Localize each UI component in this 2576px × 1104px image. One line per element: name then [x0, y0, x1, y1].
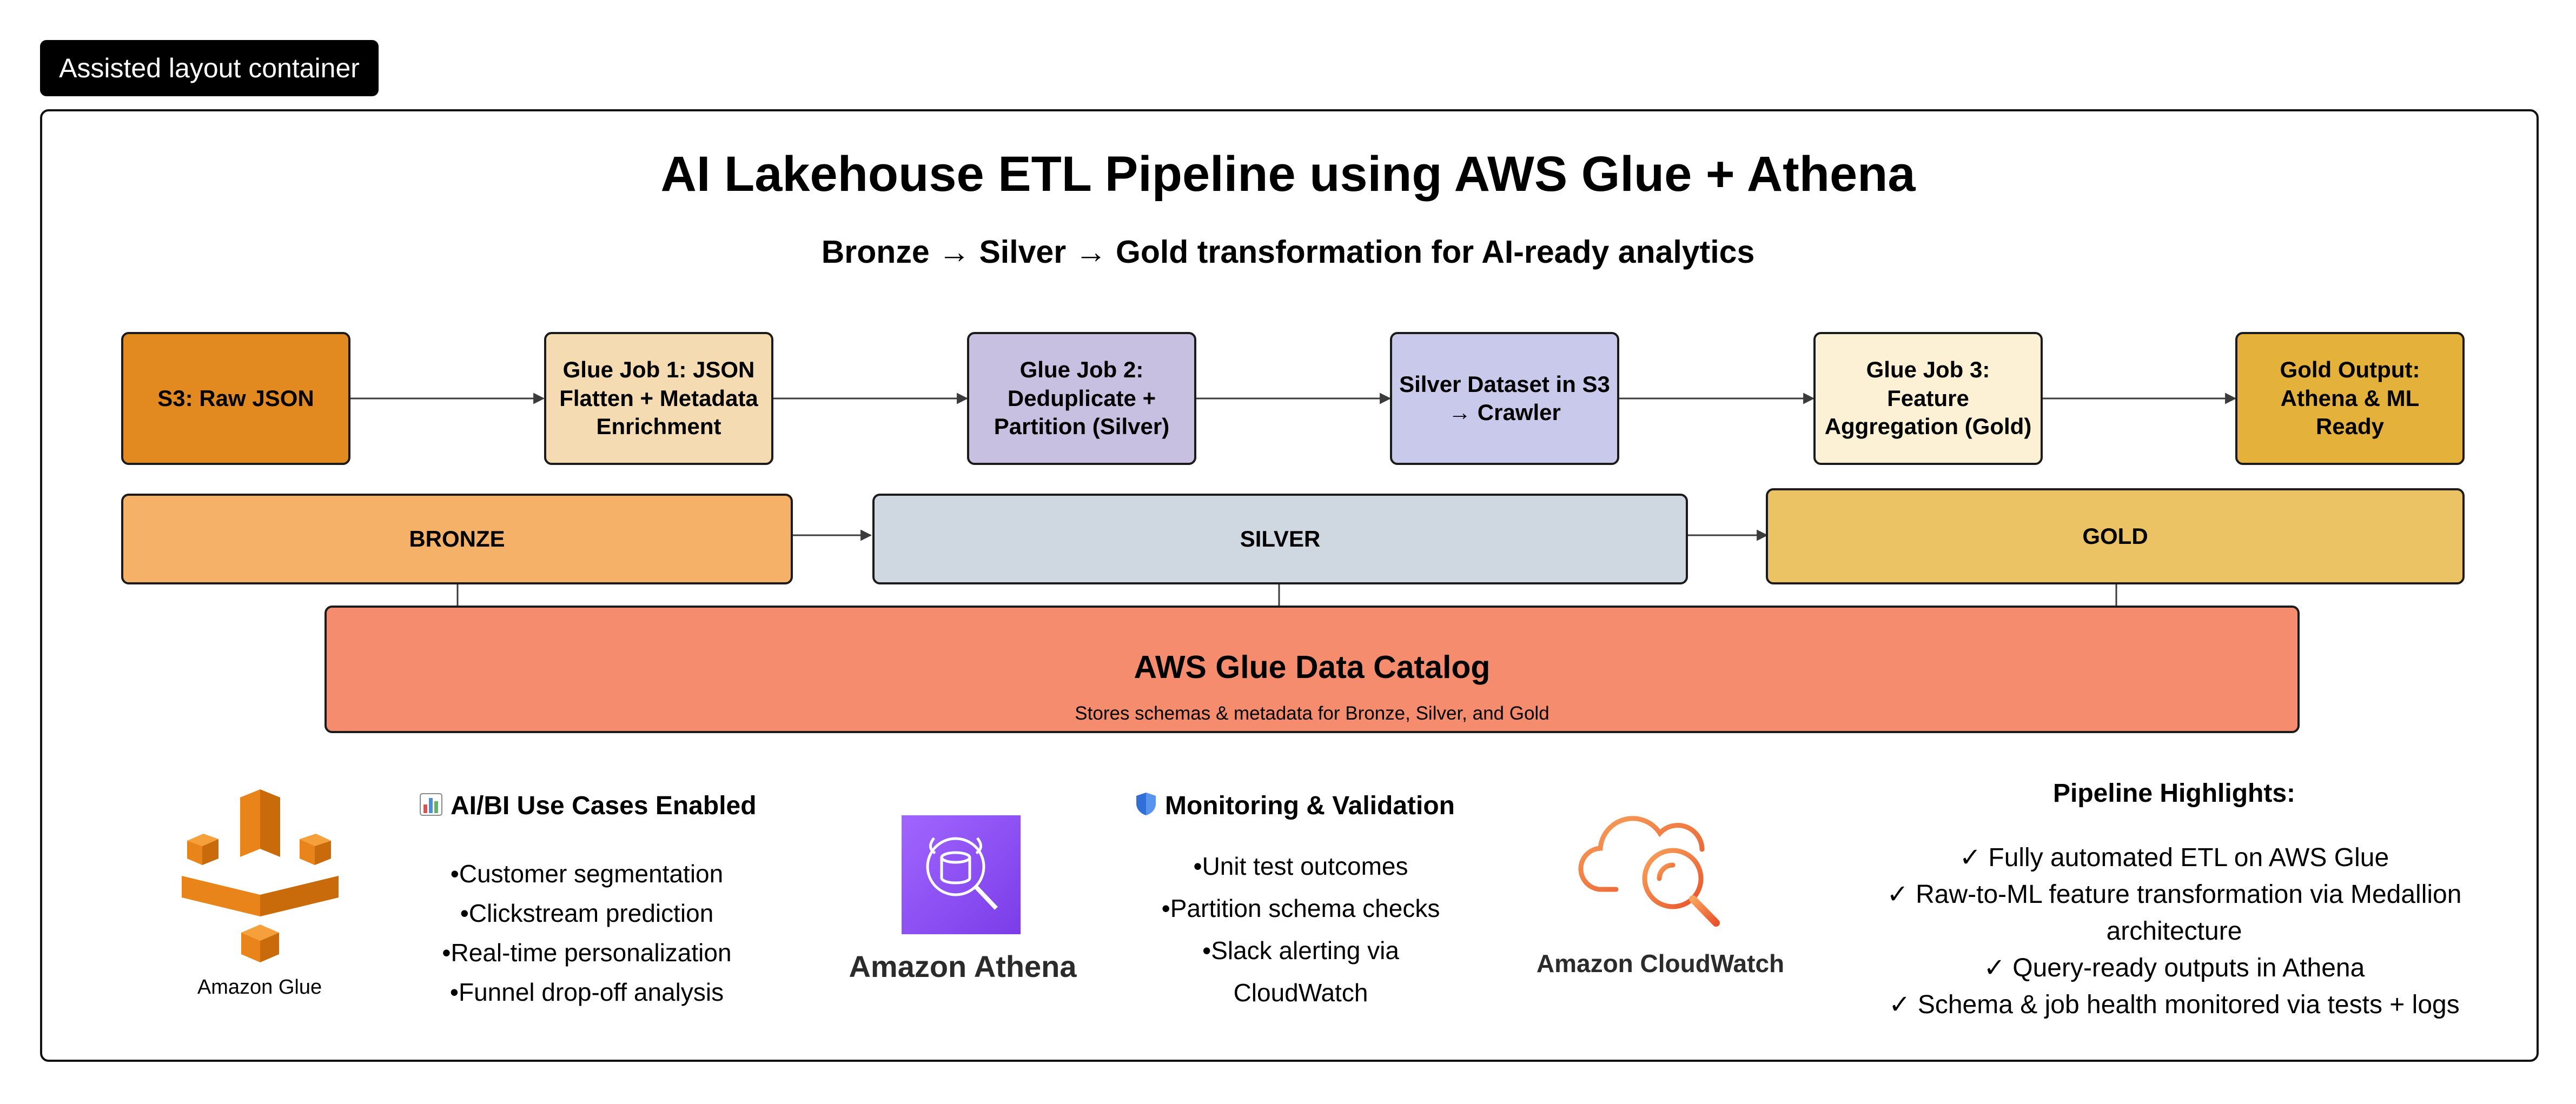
- list-item: •Clickstream prediction: [460, 899, 714, 927]
- amazon-glue-logo: [182, 789, 339, 968]
- list-item: •Unit test outcomes: [1193, 852, 1408, 880]
- list-item: ✓ Fully automated ETL on AWS Glue: [1959, 843, 2389, 872]
- highlights-title: Pipeline Highlights:: [2052, 779, 2295, 808]
- list-item: •Real-time personalization: [442, 939, 732, 967]
- shield-icon: [1135, 792, 1157, 823]
- highlights-list: ✓ Fully automated ETL on AWS Glue ✓ Raw-…: [1828, 840, 2520, 1023]
- amazon-glue-label: Amazon Glue: [197, 976, 322, 999]
- monitoring-list: •Unit test outcomes •Partition schema ch…: [1111, 845, 1490, 1014]
- bar-chart-icon: [419, 793, 443, 823]
- amazon-cloudwatch-label: Amazon CloudWatch: [1536, 949, 1785, 977]
- list-item: •Customer segmentation: [450, 860, 724, 888]
- amazon-athena-label: Amazon Athena: [849, 949, 1077, 983]
- use-cases-title: AI/BI Use Cases Enabled: [419, 791, 757, 823]
- list-item: ✓ Raw-to-ML feature transformation via M…: [1886, 880, 2462, 909]
- list-item: •Slack alerting via: [1202, 936, 1399, 965]
- step-silver-dataset: Silver Dataset in S3 → Crawler: [1390, 332, 1619, 465]
- catalog-description: Stores schemas & metadata for Bronze, Si…: [1075, 703, 1549, 724]
- list-item: •Funnel drop-off analysis: [449, 978, 724, 1006]
- list-item: ✓ Schema & job health monitored via test…: [1889, 990, 2460, 1019]
- glue-data-catalog: [325, 606, 2300, 733]
- monitoring-title: Monitoring & Validation: [1135, 791, 1455, 823]
- step-glue-job-3: Glue Job 3: Feature Aggregation (Gold): [1813, 332, 2043, 465]
- layout-container-tag: Assisted layout container: [40, 40, 379, 96]
- checkmark-icon: ✓: [1889, 990, 1918, 1019]
- diagram-subtitle: Bronze → Silver → Gold transformation fo…: [821, 234, 1755, 270]
- step-glue-job-1: Glue Job 1: JSON Flatten + Metadata Enri…: [544, 332, 773, 465]
- checkmark-icon: ✓: [1983, 954, 2013, 982]
- list-item: •Partition schema checks: [1161, 894, 1440, 922]
- layer-bronze: BRONZE: [121, 494, 793, 584]
- step-gold-output: Gold Output: Athena & ML Ready: [2235, 332, 2465, 465]
- amazon-athena-logo: [902, 815, 1021, 934]
- catalog-title: AWS Glue Data Catalog: [1134, 649, 1491, 685]
- list-item: CloudWatch: [1233, 979, 1368, 1007]
- layout-container-frame: [40, 109, 2539, 1062]
- step-s3-raw-json: S3: Raw JSON: [121, 332, 350, 465]
- layer-silver: SILVER: [872, 494, 1688, 584]
- step-glue-job-2: Glue Job 2: Deduplicate + Partition (Sil…: [967, 332, 1196, 465]
- use-cases-list: •Customer segmentation •Clickstream pred…: [408, 854, 765, 1012]
- list-item: architecture: [2106, 917, 2242, 946]
- layer-gold: GOLD: [1766, 488, 2465, 584]
- diagram-title: AI Lakehouse ETL Pipeline using AWS Glue…: [660, 147, 1916, 202]
- checkmark-icon: ✓: [1959, 843, 1989, 872]
- amazon-cloudwatch-logo: [1578, 797, 1740, 938]
- checkmark-icon: ✓: [1886, 880, 1916, 909]
- list-item: ✓ Query-ready outputs in Athena: [1983, 954, 2365, 982]
